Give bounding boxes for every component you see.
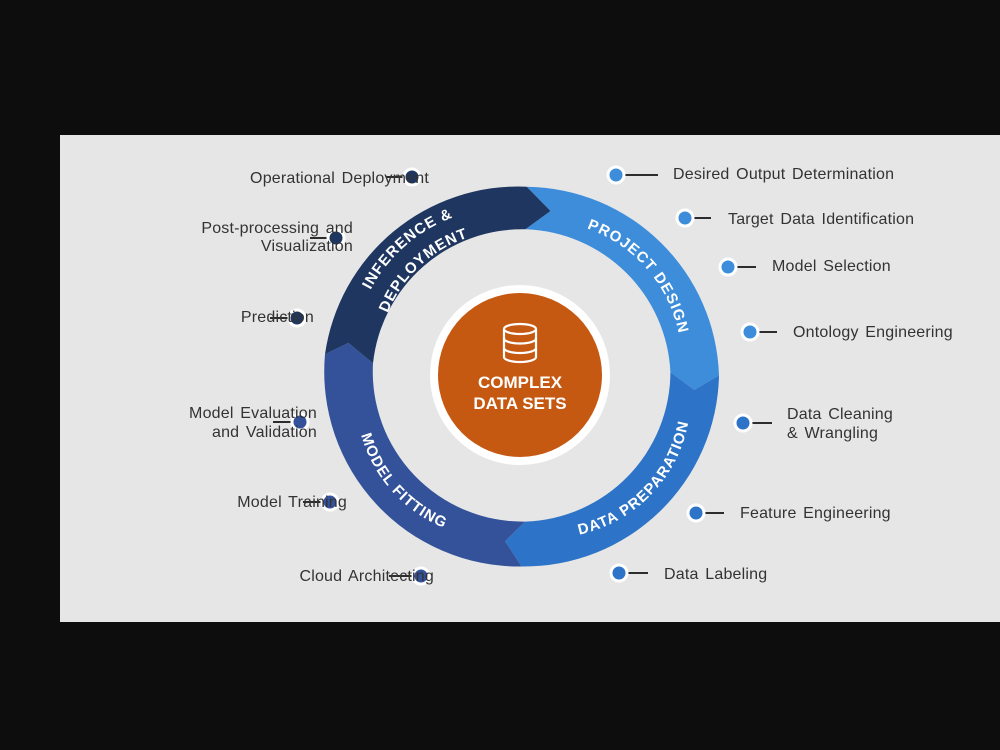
- label-desired-output: Desired Output Determination: [673, 166, 895, 183]
- label-post-processing-line2: Visualization: [260, 238, 353, 255]
- segment-inference-deployment: [325, 186, 551, 364]
- label-ontology-engineering: Ontology Engineering: [793, 324, 953, 341]
- label-cloud-architecting: Cloud Architecting: [299, 568, 434, 585]
- label-model-training: Model Training: [237, 494, 347, 511]
- label-data-cleaning-line1: Data Cleaning: [787, 406, 893, 423]
- diagram-panel: INFERENCE & DEPLOYMENT PROJECT DESIGN DA…: [60, 135, 1000, 622]
- right-connector-dots: [606, 165, 760, 583]
- label-target-data: Target Data Identification: [728, 211, 915, 228]
- label-feature-engineering: Feature Engineering: [740, 505, 891, 522]
- center-label-line2: DATA SETS: [473, 394, 566, 413]
- label-model-selection: Model Selection: [772, 258, 891, 275]
- center-label-line1: COMPLEX: [478, 373, 563, 392]
- label-post-processing-line1: Post-processing and: [201, 220, 353, 237]
- label-model-evaluation-line1: Model Evaluation: [189, 405, 317, 422]
- left-connectors: [270, 176, 412, 577]
- segment-project-design: [525, 186, 719, 390]
- cycle-diagram: INFERENCE & DEPLOYMENT PROJECT DESIGN DA…: [270, 165, 777, 586]
- right-connectors: [624, 174, 777, 574]
- label-model-evaluation-line2: and Validation: [211, 424, 317, 441]
- segment-model-fitting: [324, 342, 525, 567]
- left-connector-dots: [287, 167, 431, 586]
- center-circle: [438, 293, 602, 457]
- label-prediction: Prediction: [240, 309, 314, 326]
- label-operational-deployment: Operational Deployment: [250, 170, 429, 187]
- label-data-cleaning-line2: & Wrangling: [787, 425, 879, 442]
- segment-data-preparation: [505, 372, 719, 567]
- label-data-labeling: Data Labeling: [664, 566, 768, 583]
- database-icon: [502, 322, 538, 364]
